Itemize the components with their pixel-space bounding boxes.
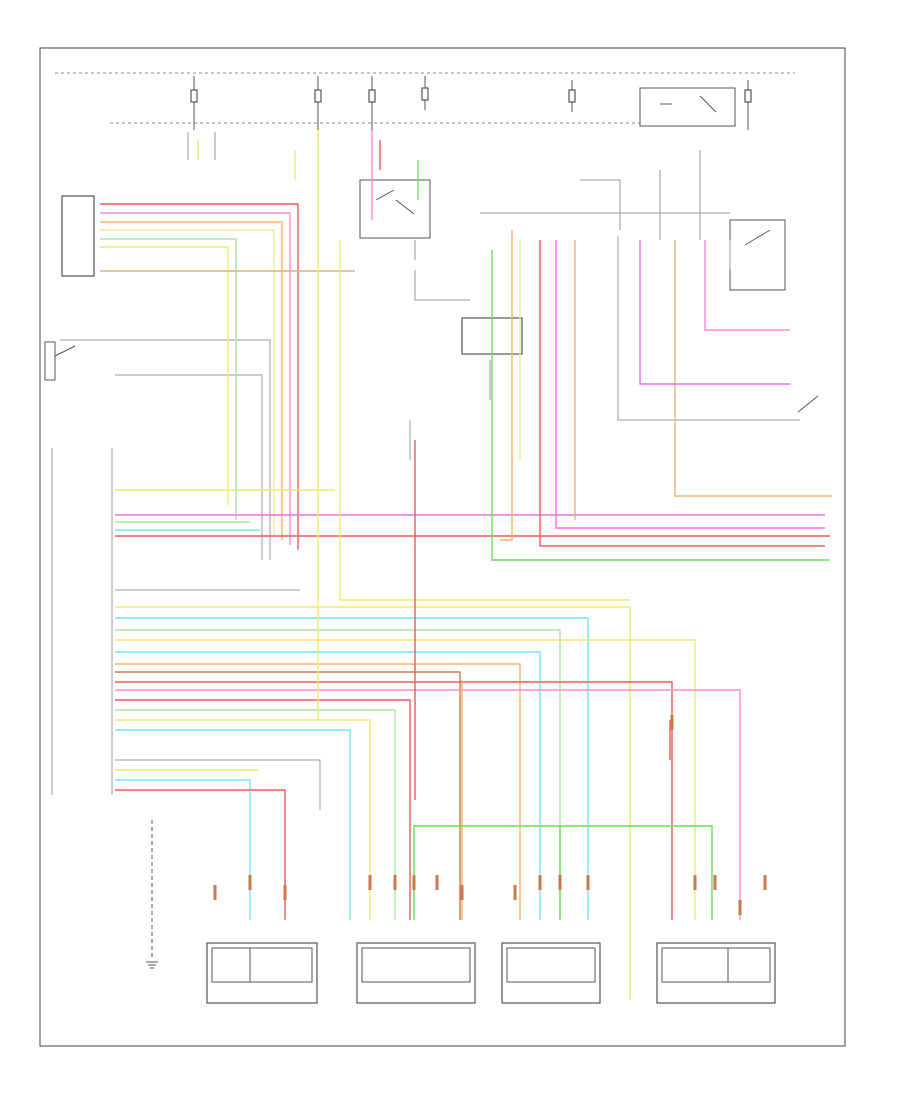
ground-icon	[146, 961, 158, 969]
colored-wires	[100, 130, 832, 1000]
connector-3	[501, 942, 601, 1004]
fuse-icon	[368, 76, 376, 130]
switch-icon	[744, 229, 771, 246]
module-pin-labels	[114, 450, 120, 750]
fuse-icon	[421, 76, 429, 110]
connector-1	[206, 942, 318, 1004]
central-block	[359, 179, 431, 239]
left-component-block	[61, 195, 95, 277]
switch-icon	[797, 395, 819, 413]
fuse-icon	[744, 80, 752, 130]
connector-4	[656, 942, 776, 1004]
pigtail-markers	[213, 715, 767, 915]
relay-box	[639, 87, 736, 127]
connector-2	[356, 942, 476, 1004]
switch-icon	[375, 189, 415, 215]
switch-icon	[54, 345, 76, 357]
fuse-icon	[314, 76, 322, 130]
fuse-icon	[568, 80, 576, 112]
switch-block	[44, 341, 56, 381]
diagram-frame	[39, 47, 846, 1047]
fuse-icon	[190, 76, 198, 130]
switch-icon	[660, 95, 717, 113]
gray-wires	[60, 132, 800, 810]
right-relay	[729, 219, 786, 291]
